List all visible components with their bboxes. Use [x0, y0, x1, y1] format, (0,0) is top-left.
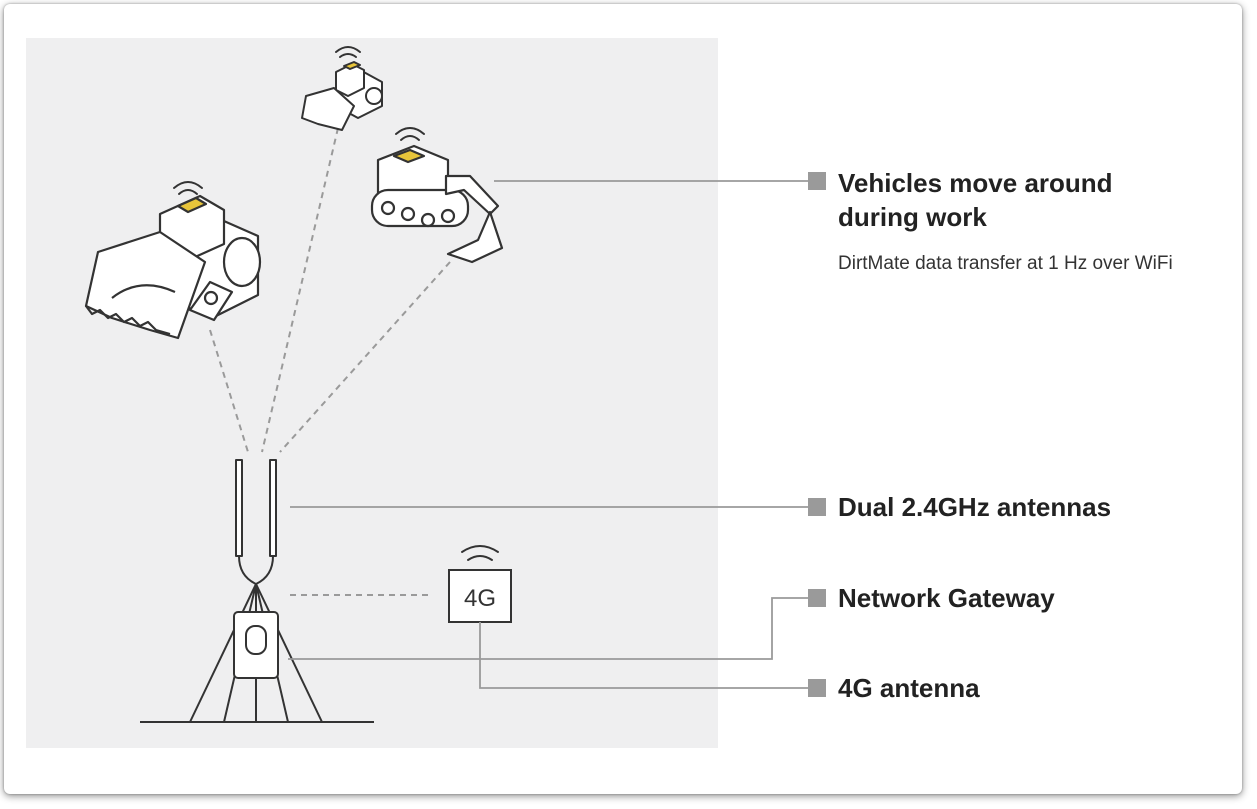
- excavator-icon: [370, 144, 504, 264]
- 4g-badge-text: 4G: [464, 585, 496, 612]
- wifi-icon: [173, 181, 203, 195]
- antennas-label: Dual 2.4GHz antennas: [838, 492, 1112, 522]
- wifi-icon: [335, 46, 361, 58]
- vehicles-sublabel: DirtMate data transfer at 1 Hz over WiFi: [838, 253, 1173, 274]
- vehicles-label: Vehicles move around during work: [838, 168, 1113, 232]
- 4g-antenna-label: 4G antenna: [838, 673, 980, 703]
- antenna-tower: [140, 459, 374, 723]
- leader-lines: [288, 180, 808, 689]
- loader-icon: [301, 61, 383, 131]
- bulldozer-icon: [84, 194, 262, 340]
- illustration-panel: [26, 38, 718, 748]
- 4g-box: 4G: [448, 569, 512, 623]
- wifi-links: [209, 127, 451, 596]
- gateway-label: Network Gateway: [838, 583, 1055, 613]
- wifi-icon: [461, 545, 499, 561]
- label-markers: [808, 172, 826, 697]
- wifi-icon: [395, 127, 425, 141]
